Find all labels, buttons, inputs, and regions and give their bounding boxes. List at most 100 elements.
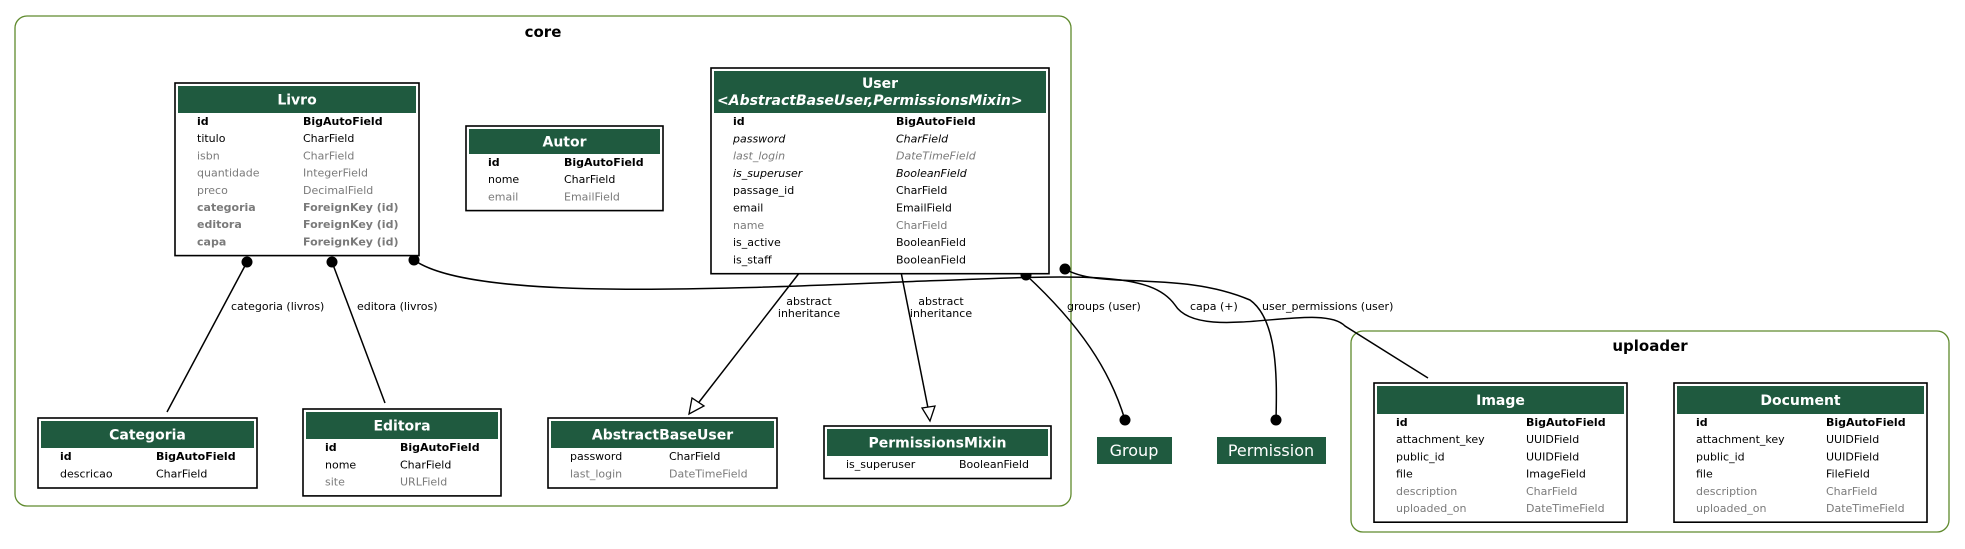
- field-name: nome: [325, 458, 356, 471]
- table-row: public_id UUIDField: [1396, 450, 1579, 463]
- edges: categoria (livros) editora (livros) capa…: [166, 254, 1429, 426]
- field-name: public_id: [1396, 450, 1445, 463]
- field-type: ForeignKey (id): [303, 235, 398, 248]
- field-name: uploaded_on: [1396, 502, 1466, 515]
- field-name: id: [1696, 416, 1708, 429]
- table-row: is_superuser BooleanField: [733, 167, 968, 180]
- field-type: CharField: [896, 219, 947, 232]
- group-box[interactable]: [1097, 437, 1172, 464]
- field-type: DateTimeField: [669, 468, 748, 481]
- field-name: last_login: [733, 150, 785, 163]
- table-user-header: [714, 71, 1046, 113]
- field-name: password: [570, 450, 622, 463]
- field-type: BigAutoField: [1526, 416, 1606, 429]
- edge-user-permissions: [1064, 268, 1278, 421]
- field-name: last_login: [570, 468, 622, 481]
- field-type: DateTimeField: [1526, 502, 1605, 515]
- field-type: BooleanField: [896, 167, 968, 180]
- table-row: descricao CharField: [60, 468, 207, 481]
- table-categoria-header: [41, 421, 254, 448]
- edge-label-abstract-1b: inheritance: [778, 307, 840, 320]
- field-type: URLField: [400, 476, 447, 489]
- table-title: User: [862, 76, 898, 92]
- table-subtitle: <AbstractBaseUser,PermissionsMixin>: [717, 93, 1023, 109]
- field-type: CharField: [1526, 485, 1577, 498]
- field-type: DateTimeField: [1826, 502, 1905, 515]
- edge-editora: [331, 261, 386, 404]
- field-name: email: [488, 190, 518, 203]
- table-livro-header: [178, 86, 416, 113]
- edge-label-editora: editora (livros): [357, 300, 438, 313]
- table-row: last_login DateTimeField: [570, 468, 748, 481]
- edge-label-groups: groups (user): [1067, 300, 1141, 313]
- table-row: capa ForeignKey (id): [197, 235, 398, 248]
- external-group[interactable]: Group: [1097, 437, 1172, 464]
- table-title: Editora: [373, 419, 430, 435]
- group-label: Group: [1110, 441, 1159, 460]
- field-type: CharField: [400, 458, 451, 471]
- field-name: is_superuser: [733, 167, 804, 180]
- field-name: nome: [488, 173, 519, 186]
- edge-capa-dot: [408, 254, 420, 266]
- edge-label-capa: capa (+): [1190, 300, 1238, 313]
- table-title: PermissionsMixin: [869, 436, 1007, 452]
- field-type: DateTimeField: [896, 150, 977, 163]
- external-permission[interactable]: Permission: [1217, 437, 1326, 464]
- cluster-uploader-label: uploader: [1612, 337, 1688, 355]
- field-name: id: [197, 115, 209, 128]
- field-name: descricao: [60, 468, 113, 481]
- field-type: BooleanField: [896, 253, 966, 266]
- edge-categoria-dot: [241, 256, 253, 268]
- table-image-header: [1377, 386, 1624, 414]
- field-type: BooleanField: [896, 236, 966, 249]
- table-title: Livro: [277, 93, 317, 109]
- field-name: capa: [197, 235, 226, 248]
- field-type: BigAutoField: [896, 115, 976, 128]
- field-type: CharField: [156, 468, 207, 481]
- field-name: quantidade: [197, 167, 260, 180]
- field-name: id: [60, 450, 72, 463]
- field-name: categoria: [197, 201, 256, 214]
- edge-abstract-2: [900, 271, 929, 409]
- table-user[interactable]: User<AbstractBaseUser,PermissionsMixin> i…: [710, 67, 1050, 275]
- field-name: id: [733, 115, 745, 128]
- field-name: public_id: [1696, 450, 1745, 463]
- field-name: attachment_key: [1396, 433, 1485, 446]
- edge-capa: [413, 259, 1429, 379]
- field-type: ForeignKey (id): [303, 218, 398, 231]
- table-row: last_login DateTimeField: [733, 150, 977, 163]
- field-type: BigAutoField: [564, 156, 644, 169]
- field-name: preco: [197, 184, 228, 197]
- field-type: UUIDField: [1526, 450, 1579, 463]
- field-type: ImageField: [1526, 468, 1586, 481]
- table-title: Image: [1476, 393, 1525, 409]
- field-name: is_active: [733, 236, 781, 249]
- edge-abstract-2-arrow: [920, 405, 936, 423]
- permission-box[interactable]: [1217, 437, 1326, 464]
- field-name: file: [1696, 468, 1713, 481]
- field-name: editora: [197, 218, 242, 231]
- table-row: nome CharField: [325, 458, 451, 471]
